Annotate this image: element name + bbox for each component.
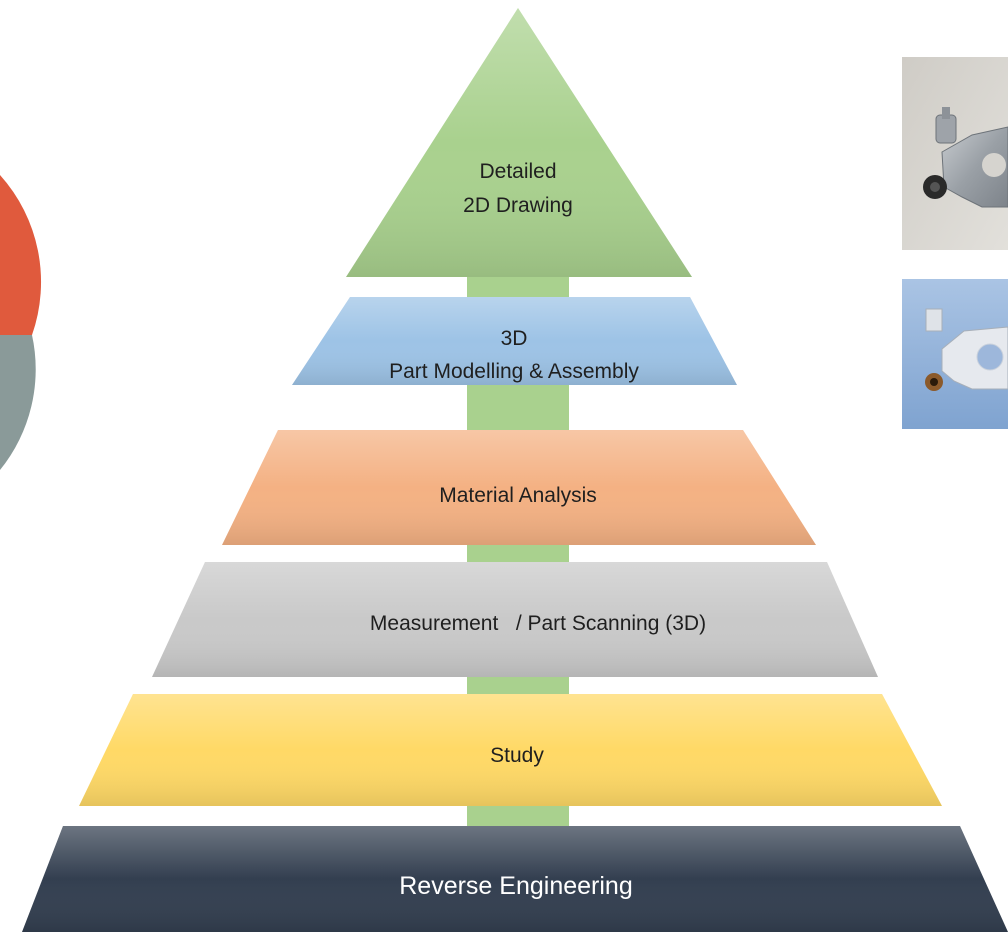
level-reverse-engineering: Reverse Engineering: [22, 826, 1008, 932]
level-study-label: Study: [490, 744, 544, 767]
scanned-model-photo: [902, 279, 1008, 429]
bracket-photo: [902, 57, 1008, 250]
level-material-analysis-label: Material Analysis: [439, 484, 597, 507]
arrow-label-line-1: Detailed: [479, 160, 556, 183]
level-measurement-scanning: Measurement / Part Scanning (3D): [152, 562, 878, 677]
level-3d-label-line-2: Part Modelling & Assembly: [389, 360, 639, 383]
bracket-photo-image: [902, 57, 1008, 250]
level-3d-part-modelling: 3D Part Modelling & Assembly: [292, 297, 737, 385]
level-3d-label-line-1: 3D: [501, 327, 528, 350]
arrow-label-line-2: 2D Drawing: [463, 194, 573, 217]
scanned-model-image: [902, 279, 1008, 429]
level-reverse-engineering-label: Reverse Engineering: [399, 872, 632, 900]
decorative-circle: [0, 175, 42, 470]
level-study: Study: [79, 694, 942, 806]
level-material-analysis: Material Analysis: [222, 430, 816, 545]
arrow-head-detailed-2d-drawing: Detailed 2D Drawing: [346, 8, 692, 277]
level-measurement-label: Measurement / Part Scanning (3D): [370, 612, 706, 635]
